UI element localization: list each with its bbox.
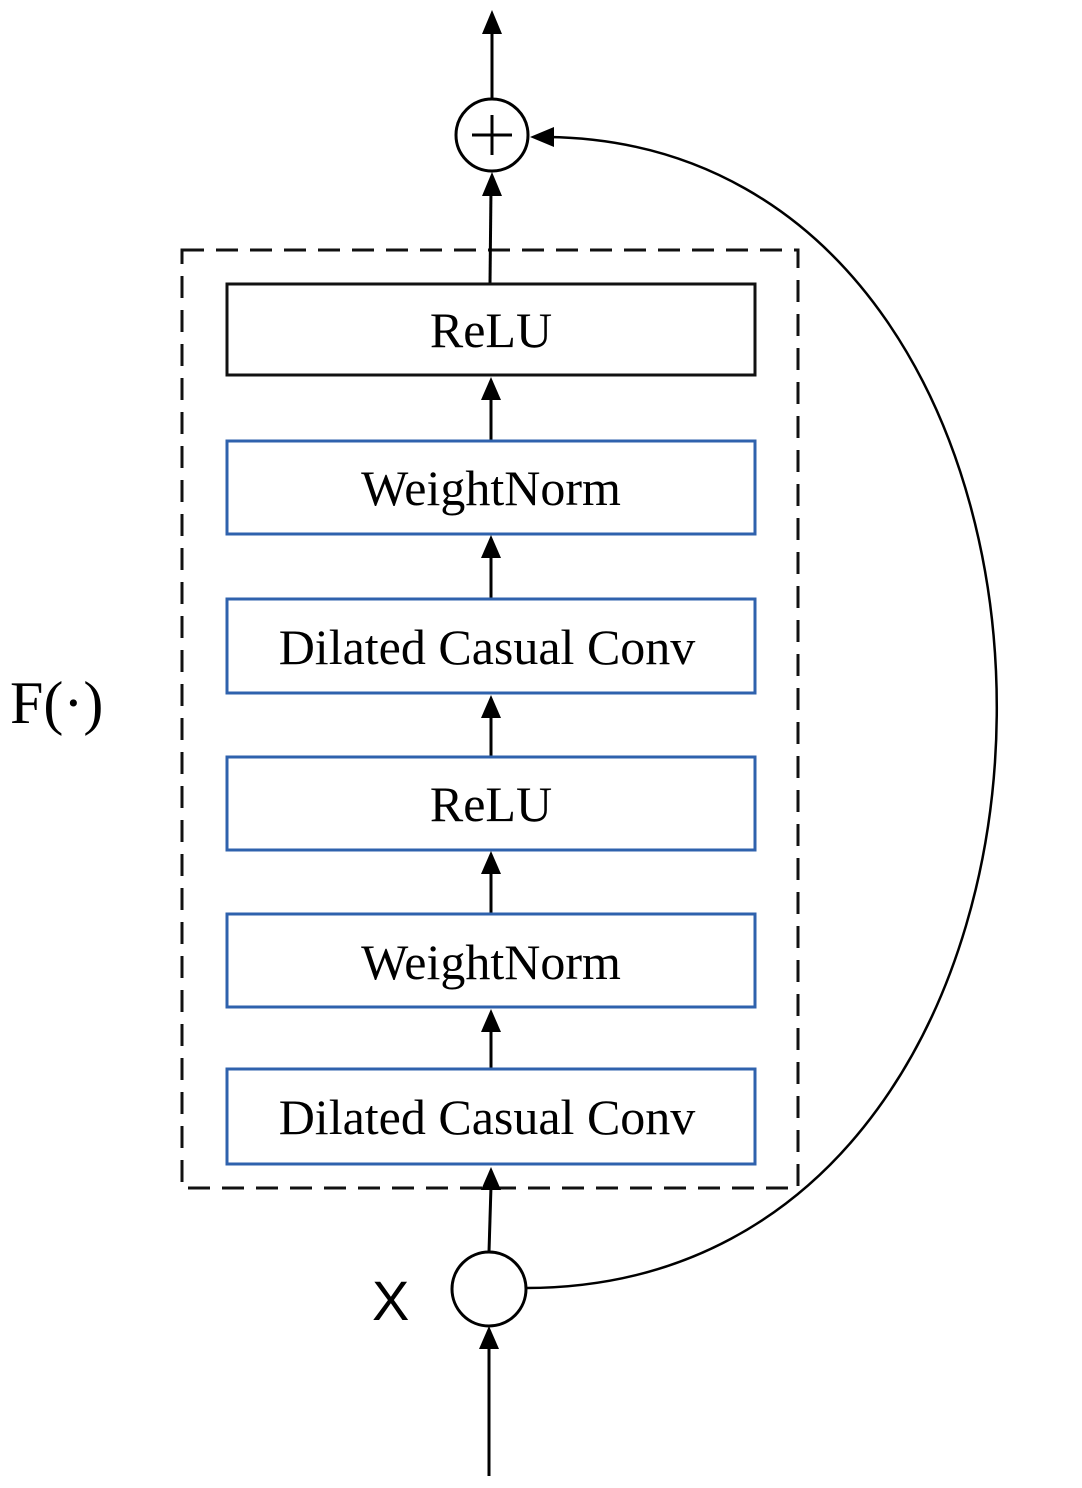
arrowhead [481,1167,501,1190]
layer-relu-bottom: ReLU [225,755,757,852]
layer-label: Dilated Casual Conv [279,619,696,675]
layer-label: ReLU [430,776,552,832]
skip-connection-arrowhead [530,127,554,147]
input-label: X [372,1269,409,1332]
input-arrowhead [479,1326,499,1349]
layer-dilated-conv-bottom: Dilated Casual Conv [225,1067,757,1166]
output-arrowhead [482,10,502,34]
arrow-to-sum [488,187,493,285]
layer-label: ReLU [430,302,552,358]
skip-connection-curve [525,135,998,1290]
layer-label: Dilated Casual Conv [279,1089,696,1145]
layer-dilated-conv-top: Dilated Casual Conv [225,597,757,695]
arrowhead [481,1009,501,1032]
layer-label: WeightNorm [361,460,621,516]
arrowhead [481,695,501,718]
arrowhead [481,377,501,400]
input-node [450,1250,528,1328]
sum-node [454,97,530,173]
layer-relu-top: ReLU [225,282,757,377]
layer-weightnorm-top: WeightNorm [225,439,757,536]
arrow-to-sum-head [482,172,502,196]
function-label: F(·) [10,670,103,736]
layer-label: WeightNorm [361,934,621,990]
layer-weightnorm-bottom: WeightNorm [225,912,757,1009]
arrow-input-to-conv [487,1185,493,1253]
arrowhead [481,535,501,558]
arrowhead [481,851,501,874]
